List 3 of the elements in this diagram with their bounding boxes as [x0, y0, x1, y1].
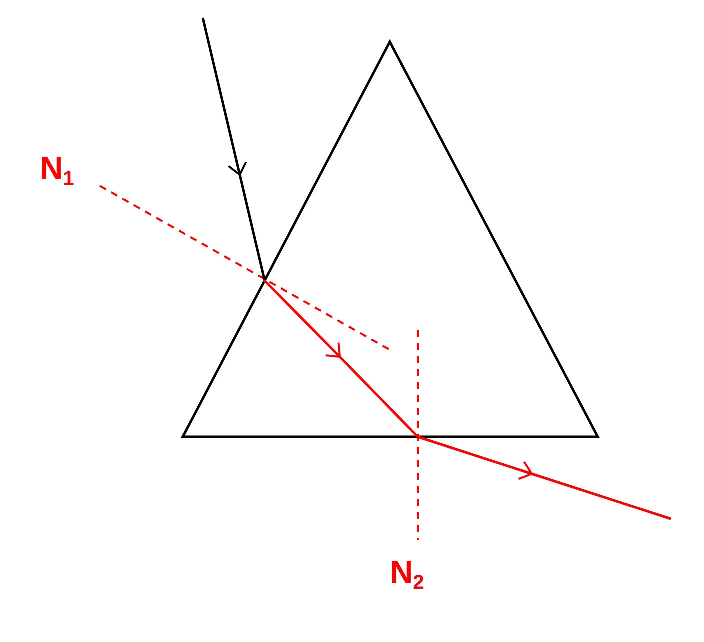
- normal-label: N$_{1}$: [40, 152, 74, 189]
- prism-triangle: [180, 39, 600, 438]
- normal-label: N$_{2}$: [390, 556, 424, 593]
